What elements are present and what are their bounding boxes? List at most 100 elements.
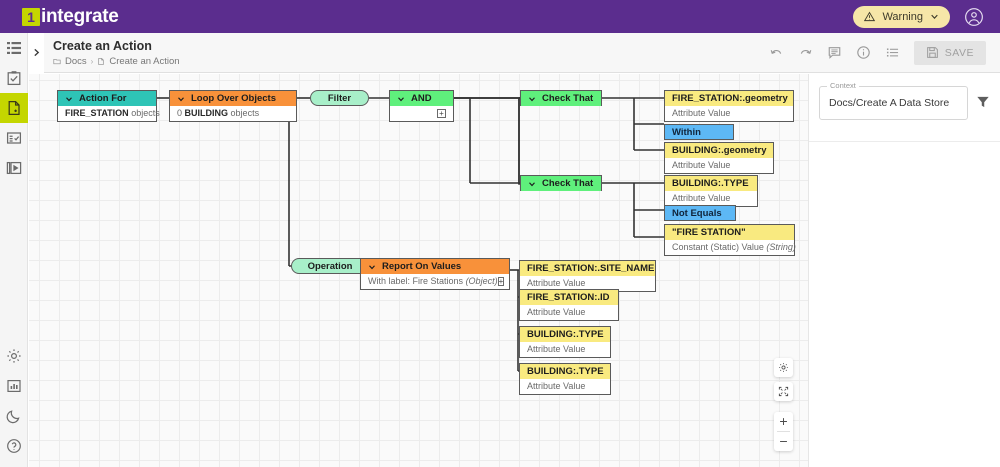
- context-field[interactable]: Context Docs/Create A Data Store: [819, 81, 968, 120]
- account-circle-icon[interactable]: [964, 7, 984, 27]
- canvas-settings-button[interactable]: [774, 358, 793, 377]
- document-rules-icon: [8, 100, 20, 116]
- sidebar-item-analytics[interactable]: [0, 371, 28, 401]
- node-and[interactable]: AND +: [389, 90, 454, 122]
- add-condition-button[interactable]: +: [437, 109, 446, 118]
- left-sidebar: [0, 33, 28, 467]
- node-attribute[interactable]: FIRE_STATION:.ID Attribute Value: [519, 289, 619, 321]
- node-check-that-1[interactable]: Check That: [520, 90, 602, 106]
- canvas-fit-control[interactable]: [774, 382, 793, 401]
- sidebar-item-sessions[interactable]: [0, 123, 28, 153]
- node-header: Report On Values: [361, 259, 509, 274]
- zoom-out-icon: [780, 441, 787, 442]
- sidebar-item-help[interactable]: [0, 431, 28, 461]
- pill-operation[interactable]: Operation: [291, 258, 369, 274]
- context-input[interactable]: Docs/Create A Data Store: [819, 86, 968, 120]
- warning-label: Warning: [882, 10, 923, 23]
- sidebar-item-workflows[interactable]: [0, 153, 28, 183]
- flow-canvas[interactable]: Action For FIRE_STATION objects Loop Ove…: [29, 74, 808, 467]
- page-header: Create an Action Docs › Create an Action: [28, 32, 1000, 73]
- node-constant[interactable]: "FIRE STATION" Constant (Static) Value (…: [664, 224, 796, 256]
- node-attribute[interactable]: FIRE_STATION:.geometry Attribute Value: [664, 90, 794, 122]
- fit-to-screen-button[interactable]: [774, 382, 793, 401]
- panel-header: Context Docs/Create A Data Store: [809, 74, 1000, 120]
- right-panel: Context Docs/Create A Data Store: [808, 74, 1000, 467]
- chevron-down-icon: [178, 96, 184, 101]
- node-operator-not-equals[interactable]: Not Equals: [664, 205, 736, 221]
- node-subtitle: 0 BUILDING objects: [170, 106, 296, 121]
- chevron-down-icon: [931, 14, 938, 20]
- node-check-that-2[interactable]: Check That: [520, 175, 602, 191]
- funnel-icon: [977, 96, 989, 108]
- info-icon: [857, 46, 870, 59]
- node-attribute[interactable]: BUILDING:.geometry Attribute Value: [664, 142, 774, 174]
- node-title: Loop Over Objects: [191, 93, 276, 104]
- node-subtitle-text: Attribute Value: [527, 381, 586, 391]
- node-subtitle: Constant (Static) Value (String): [665, 240, 796, 255]
- sidebar-item-actions[interactable]: [0, 93, 28, 123]
- node-subtitle: Attribute Value: [520, 379, 610, 394]
- add-report-value-button[interactable]: +: [497, 277, 505, 286]
- node-subtitle: Attribute Value: [665, 158, 773, 173]
- node-title: BUILDING:.TYPE: [672, 178, 749, 189]
- node-attribute[interactable]: BUILDING:.TYPE Attribute Value: [519, 326, 611, 358]
- breadcrumb-item-create-an-action[interactable]: Create an Action: [109, 55, 180, 67]
- node-header: "FIRE STATION": [665, 225, 794, 240]
- node-operator-within[interactable]: Within: [664, 124, 734, 140]
- node-subtitle-text: Attribute Value: [527, 344, 586, 354]
- info-button[interactable]: [856, 45, 871, 60]
- redo-button[interactable]: [798, 45, 813, 60]
- node-title: Report On Values: [382, 261, 462, 272]
- node-action-for[interactable]: Action For FIRE_STATION objects: [57, 90, 160, 122]
- app-logo[interactable]: 1 integrate: [22, 6, 119, 28]
- sidebar-item-rules[interactable]: [0, 63, 28, 93]
- node-subtitle-text: Attribute Value: [672, 160, 731, 170]
- gear-icon: [7, 349, 21, 363]
- node-header: FIRE_STATION:.geometry: [665, 91, 793, 106]
- warning-status-button[interactable]: Warning: [853, 5, 950, 28]
- redo-icon: [800, 49, 812, 55]
- sidebar-item-menu[interactable]: [0, 33, 28, 63]
- node-subtitle-text: Constant (Static) Value: [672, 242, 764, 252]
- undo-icon: [770, 49, 781, 55]
- node-title: BUILDING:.geometry: [672, 145, 767, 156]
- canvas-settings-control[interactable]: [774, 358, 793, 377]
- sidebar-item-settings[interactable]: [0, 341, 28, 371]
- node-attribute[interactable]: BUILDING:.TYPE Attribute Value: [519, 363, 611, 395]
- chevron-down-icon: [529, 96, 535, 101]
- canvas-zoom-control[interactable]: [774, 412, 793, 451]
- sidebar-item-dark-mode[interactable]: [0, 401, 28, 431]
- node-subtitle: Attribute Value: [520, 305, 618, 320]
- node-loop-over-objects[interactable]: Loop Over Objects 0 BUILDING objects: [169, 90, 297, 122]
- list-button[interactable]: [885, 45, 900, 60]
- chevron-down-icon: [398, 96, 404, 101]
- sidebar-collapse-button[interactable]: [28, 32, 44, 73]
- fit-to-screen-icon: [778, 386, 789, 397]
- pill-filter[interactable]: Filter: [310, 90, 369, 106]
- node-attribute[interactable]: BUILDING:.TYPE Attribute Value: [664, 175, 758, 207]
- node-report-on-values[interactable]: Report On Values With label: Fire Statio…: [360, 258, 510, 290]
- undo-button[interactable]: [769, 45, 784, 60]
- node-header: Check That: [521, 91, 601, 106]
- filter-button[interactable]: [976, 95, 990, 109]
- node-attribute[interactable]: FIRE_STATION:.SITE_NAME Attribute Value: [519, 260, 656, 292]
- save-label: SAVE: [944, 46, 974, 59]
- form-check-icon: [6, 132, 22, 144]
- top-bar-actions: Warning: [853, 5, 984, 28]
- zoom-in-button[interactable]: [774, 412, 793, 431]
- breadcrumb-item-docs[interactable]: Docs: [65, 55, 87, 67]
- zoom-out-button[interactable]: [774, 432, 793, 451]
- save-button[interactable]: SAVE: [913, 40, 986, 65]
- zoom-in-icon: [780, 418, 787, 425]
- node-subtitle-text: Attribute Value: [527, 307, 586, 317]
- context-field-label: Context: [827, 81, 859, 90]
- warning-triangle-icon: [864, 11, 876, 22]
- node-title: FIRE_STATION:.SITE_NAME: [527, 263, 655, 274]
- node-subtitle-type: FIRE_STATION: [65, 108, 129, 118]
- comment-button[interactable]: [827, 45, 842, 60]
- node-subtitle: Attribute Value: [520, 342, 610, 357]
- node-header: Action For: [58, 91, 156, 106]
- chart-icon: [7, 379, 21, 393]
- pill-label: Filter: [327, 93, 352, 104]
- breadcrumb: Docs › Create an Action: [53, 56, 180, 67]
